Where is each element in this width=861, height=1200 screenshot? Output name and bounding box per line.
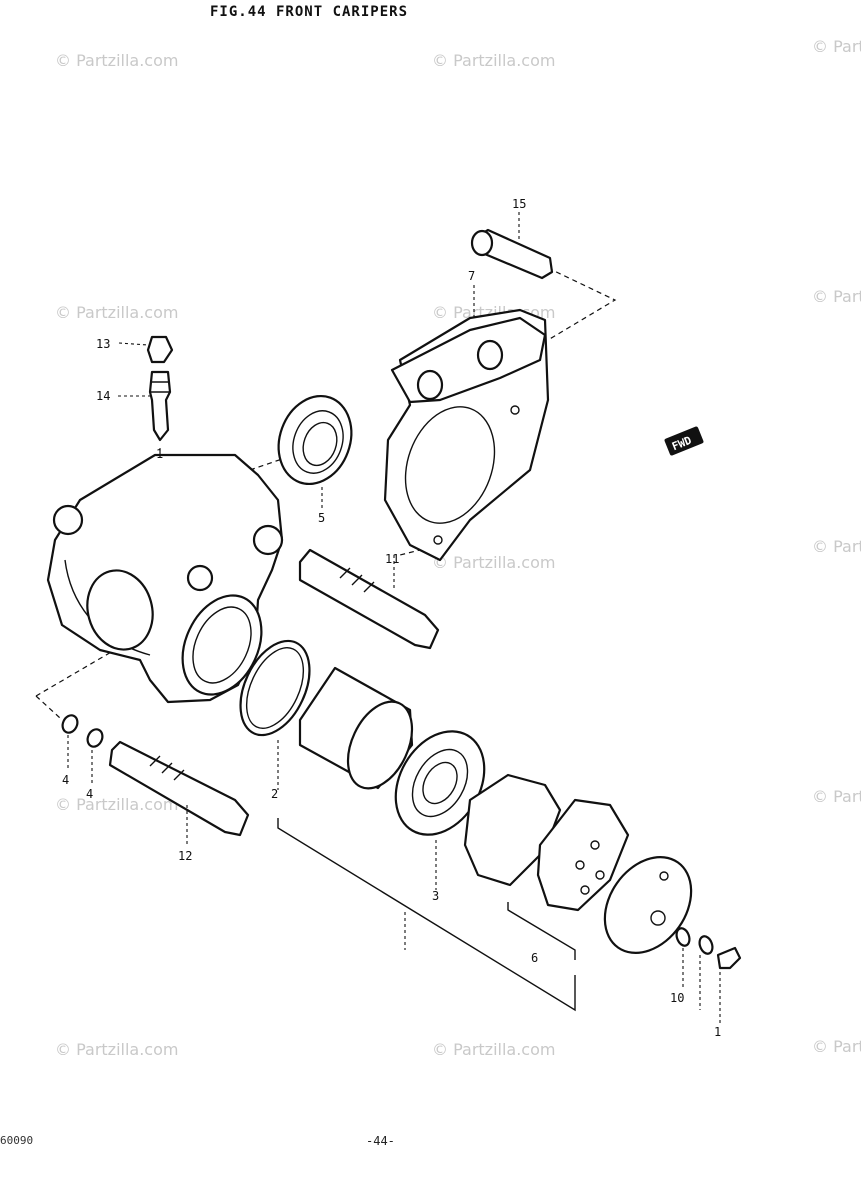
watermark: © Partzilla.com	[812, 1037, 861, 1056]
callout-2: 2	[271, 787, 278, 801]
caliper-axis-line	[35, 599, 201, 697]
caliper-bracket-7	[383, 308, 550, 562]
callouts: 13 14 1 4 4 12 2 5 11 7 15 3 6 10 1	[62, 197, 721, 1039]
callout-15: 15	[512, 197, 526, 211]
callout-12: 12	[178, 849, 192, 863]
callout-7: 7	[468, 269, 475, 283]
callout-6: 6	[531, 951, 538, 965]
watermark: © Partzilla.com	[55, 303, 178, 322]
callout-4a: 4	[62, 773, 69, 787]
pad-cover	[603, 856, 693, 954]
pad-shim	[536, 798, 630, 912]
bolt-15-axis-line	[547, 267, 617, 341]
pad-screw	[716, 946, 742, 970]
callout-1b: 1	[714, 1025, 721, 1039]
callout-1: 1	[156, 447, 163, 461]
watermark: © Partzilla.com	[432, 553, 555, 572]
watermark: © Partzilla.com	[812, 537, 861, 556]
page-number: -44-	[366, 1134, 395, 1148]
slide-pin-12	[108, 740, 250, 837]
watermark: © Partzilla.com	[432, 51, 555, 70]
footer-code: 60090	[0, 1134, 34, 1147]
callout-10: 10	[670, 991, 684, 1005]
watermark: © Partzilla.com	[55, 51, 178, 70]
callout-3: 3	[432, 889, 439, 903]
callout-4b: 4	[86, 787, 93, 801]
watermark: © Partzilla.com	[812, 787, 861, 806]
callout-5: 5	[318, 511, 325, 525]
watermark: © Partzilla.com	[812, 37, 861, 56]
callout-14: 14	[96, 389, 110, 403]
washer-4a	[61, 714, 79, 734]
washer-10	[675, 927, 691, 947]
watermark: © Partzilla.com	[55, 1040, 178, 1059]
dust-seal-5	[277, 394, 353, 486]
callout-13: 13	[96, 337, 110, 351]
bleeder-valve-14	[148, 370, 172, 442]
leader-lines	[67, 212, 721, 1025]
slide-pin-11	[298, 548, 440, 650]
figure-title: FIG.44 FRONT CARIPERS	[210, 4, 409, 20]
watermark: © Partzilla.com	[812, 287, 861, 306]
piston-seal-2	[239, 639, 311, 737]
watermark: © Partzilla.com	[432, 1040, 555, 1059]
washer-4b	[86, 728, 104, 748]
washer-axis-line	[35, 695, 61, 719]
fwd-indicator: FWD	[664, 426, 704, 456]
bolt-15	[470, 228, 554, 280]
piston	[298, 666, 414, 790]
seal-axis-line	[249, 457, 286, 471]
bleeder-cap-13	[146, 335, 174, 364]
lock-washer	[698, 935, 714, 955]
watermark: © Partzilla.com	[55, 795, 178, 814]
callout-11: 11	[385, 552, 399, 566]
caliper-body	[46, 453, 284, 704]
